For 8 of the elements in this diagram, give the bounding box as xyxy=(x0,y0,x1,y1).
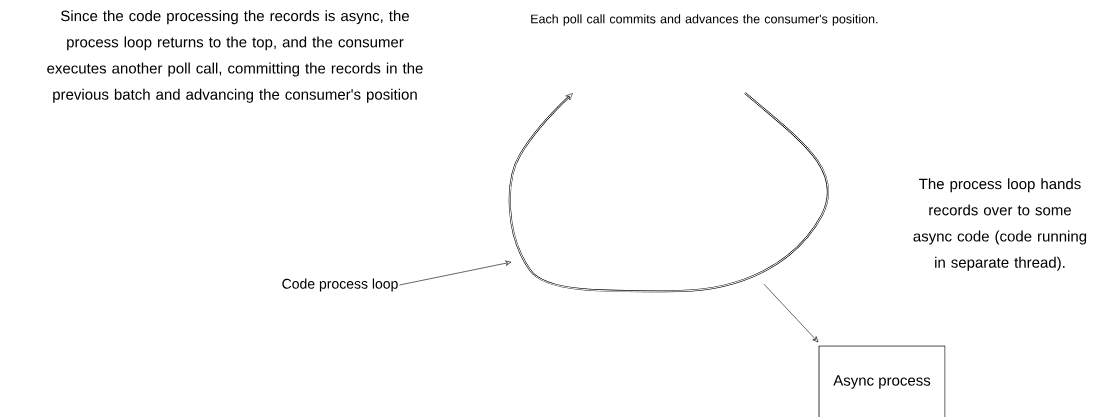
note-text: Each poll call commits and advances the consumer's position. xyxy=(531,14,878,26)
arrow xyxy=(763,283,819,343)
arrow xyxy=(399,260,512,286)
note-text: Since the code processing the records is async, the process loop returns to the top, and the consumer executes another poll call, committing the records in the previous batch and advancing the consumer's position xyxy=(47,10,423,103)
note-text: The process loop hands records over to some async code (code running in separate thread). xyxy=(913,178,1087,271)
loop-arrow xyxy=(508,92,830,293)
text-label: Code process loop xyxy=(282,278,398,292)
process-box: Async process xyxy=(818,345,946,417)
